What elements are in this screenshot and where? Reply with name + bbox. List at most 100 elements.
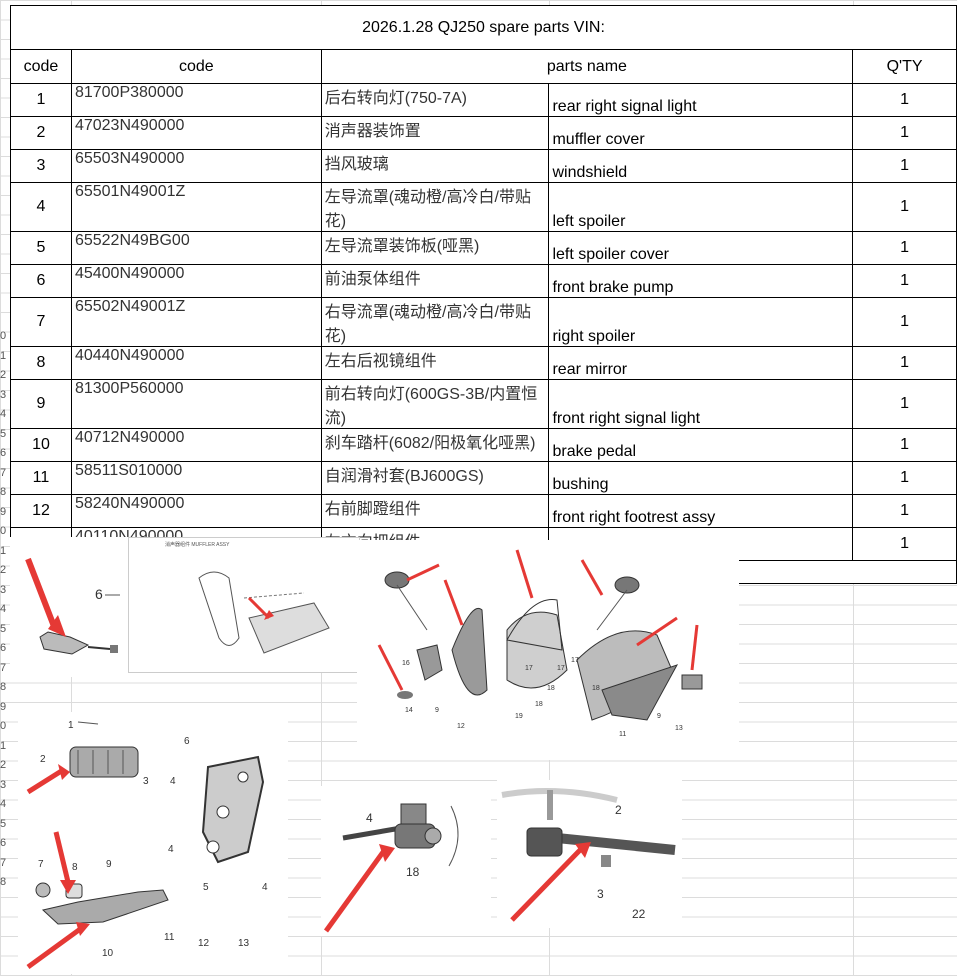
quantity-cell[interactable]: 1 bbox=[852, 461, 957, 495]
svg-text:6: 6 bbox=[184, 736, 190, 747]
sheet-title[interactable]: 2026.1.28 QJ250 spare parts VIN: bbox=[10, 5, 957, 50]
footrest-brake-pedal-diagram[interactable]: 1 2 6 3 4 5 4 7 8 9 10 11 12 13 4 bbox=[18, 712, 288, 974]
row-number-cell[interactable]: 9 bbox=[10, 379, 72, 429]
row-number-cell[interactable]: 11 bbox=[10, 461, 72, 495]
muffler-header: 消声器组件 MUFFLER ASSY bbox=[165, 541, 230, 548]
part-code-cell[interactable]: 47023N490000 bbox=[70, 116, 322, 150]
chinese-name-cell[interactable]: 前油泵体组件 bbox=[320, 264, 550, 298]
part-code-cell[interactable]: 58240N490000 bbox=[70, 494, 322, 528]
quantity-cell[interactable]: 1 bbox=[852, 527, 957, 561]
chinese-name-cell[interactable]: 后右转向灯(750-7A) bbox=[320, 83, 550, 117]
part-code-cell[interactable]: 65502N49001Z bbox=[70, 297, 322, 347]
english-name-cell[interactable]: rear right signal light bbox=[548, 83, 854, 117]
quantity-cell[interactable]: 1 bbox=[852, 116, 957, 150]
front-brake-pump-diagram[interactable]: 4 18 bbox=[321, 786, 491, 936]
quantity-cell[interactable]: 1 bbox=[852, 379, 957, 429]
svg-text:19: 19 bbox=[515, 713, 523, 720]
muffler-diagram[interactable]: 消声器组件 MUFFLER ASSY bbox=[128, 537, 360, 673]
quantity-cell[interactable]: 1 bbox=[852, 182, 957, 232]
english-name-cell[interactable]: muffler cover bbox=[548, 116, 854, 150]
svg-text:18: 18 bbox=[592, 685, 600, 692]
english-name-cell[interactable]: front brake pump bbox=[548, 264, 854, 298]
chinese-name-cell[interactable]: 左导流罩装饰板(哑黑) bbox=[320, 231, 550, 265]
gutter-row-number: 7 bbox=[0, 856, 7, 869]
chinese-name-cell[interactable]: 左右后视镜组件 bbox=[320, 346, 550, 380]
fairing-diagram[interactable]: 16 14 9 12 19 18 17 17 18 17 11 13 9 18 bbox=[357, 540, 739, 760]
quantity-cell[interactable]: 1 bbox=[852, 297, 957, 347]
english-name-cell[interactable]: windshield bbox=[548, 149, 854, 183]
svg-text:7: 7 bbox=[38, 859, 44, 870]
part-code-cell[interactable]: 81700P380000 bbox=[70, 83, 322, 117]
svg-text:13: 13 bbox=[675, 725, 683, 732]
header-no[interactable]: code bbox=[10, 49, 72, 84]
svg-text:17: 17 bbox=[557, 665, 565, 672]
header-qty[interactable]: Q'TY bbox=[852, 49, 957, 84]
part-code-cell[interactable]: 81300P560000 bbox=[70, 379, 322, 429]
svg-text:8: 8 bbox=[72, 862, 78, 873]
row-number-cell[interactable]: 1 bbox=[10, 83, 72, 117]
svg-text:22: 22 bbox=[632, 907, 646, 921]
chinese-name-cell[interactable]: 自润滑衬套(BJ600GS) bbox=[320, 461, 550, 495]
row-number-cell[interactable]: 12 bbox=[10, 494, 72, 528]
gutter-row-number: 9 bbox=[0, 700, 7, 713]
quantity-cell[interactable]: 1 bbox=[852, 83, 957, 117]
part-code-cell[interactable]: 40712N490000 bbox=[70, 428, 322, 462]
svg-text:4: 4 bbox=[170, 776, 176, 787]
english-name-cell[interactable]: bushing bbox=[548, 461, 854, 495]
english-name-cell[interactable]: left spoiler bbox=[548, 182, 854, 232]
gutter-row-number: 5 bbox=[0, 622, 7, 635]
chinese-name-cell[interactable]: 刹车踏杆(6082/阳极氧化哑黑) bbox=[320, 428, 550, 462]
svg-text:18: 18 bbox=[406, 865, 420, 879]
gutter-row-number: 2 bbox=[0, 564, 7, 576]
quantity-cell[interactable]: 1 bbox=[852, 494, 957, 528]
quantity-cell[interactable]: 1 bbox=[852, 264, 957, 298]
row-number-cell[interactable]: 5 bbox=[10, 231, 72, 265]
row-number-cell[interactable]: 4 bbox=[10, 182, 72, 232]
gutter-row-number: 6 bbox=[0, 447, 7, 459]
steering-handlebar-diagram[interactable]: 2 3 22 bbox=[497, 780, 682, 928]
english-name-cell[interactable]: front right footrest assy bbox=[548, 494, 854, 528]
row-number-cell[interactable]: 2 bbox=[10, 116, 72, 150]
svg-text:14: 14 bbox=[405, 707, 413, 714]
part-code-cell[interactable]: 40440N490000 bbox=[70, 346, 322, 380]
svg-text:9: 9 bbox=[657, 713, 661, 720]
english-name-cell[interactable]: brake pedal bbox=[548, 428, 854, 462]
chinese-name-cell[interactable]: 右前脚蹬组件 bbox=[320, 494, 550, 528]
part-code-cell[interactable]: 58511S010000 bbox=[70, 461, 322, 495]
part-code-cell[interactable]: 45400N490000 bbox=[70, 264, 322, 298]
gutter-row-number: 0 bbox=[0, 330, 7, 342]
header-parts-name[interactable]: parts name bbox=[320, 49, 854, 84]
part-code-cell[interactable]: 65503N490000 bbox=[70, 149, 322, 183]
row-number-cell[interactable]: 3 bbox=[10, 149, 72, 183]
row-number-cell[interactable]: 8 bbox=[10, 346, 72, 380]
gutter-row-number: 1 bbox=[0, 349, 7, 362]
quantity-cell[interactable]: 1 bbox=[852, 428, 957, 462]
part-code-cell[interactable]: 65522N49BG00 bbox=[70, 231, 322, 265]
header-code[interactable]: code bbox=[70, 49, 322, 84]
row-number-cell[interactable]: 6 bbox=[10, 264, 72, 298]
english-name-cell[interactable]: left spoiler cover bbox=[548, 231, 854, 265]
svg-text:9: 9 bbox=[435, 707, 439, 714]
spare-parts-table: 2026.1.28 QJ250 spare parts VIN: code co… bbox=[10, 5, 957, 584]
quantity-cell[interactable]: 1 bbox=[852, 149, 957, 183]
chinese-name-cell[interactable]: 右导流罩(魂动橙/高冷白/带贴花) bbox=[320, 297, 550, 347]
gutter-row-number: 8 bbox=[0, 486, 7, 498]
chinese-name-cell[interactable]: 左导流罩(魂动橙/高冷白/带贴花) bbox=[320, 182, 550, 232]
english-name-cell[interactable]: right spoiler bbox=[548, 297, 854, 347]
chinese-name-cell[interactable]: 前右转向灯(600GS-3B/内置恒流) bbox=[320, 379, 550, 429]
quantity-cell[interactable]: 1 bbox=[852, 231, 957, 265]
part-code-cell[interactable]: 65501N49001Z bbox=[70, 182, 322, 232]
quantity-cell[interactable]: 1 bbox=[852, 346, 957, 380]
chinese-name-cell[interactable]: 挡风玻璃 bbox=[320, 149, 550, 183]
row-number-cell[interactable]: 7 bbox=[10, 297, 72, 347]
gutter-row-number: 3 bbox=[0, 583, 7, 596]
svg-text:12: 12 bbox=[457, 723, 465, 730]
row-number-cell[interactable]: 10 bbox=[10, 428, 72, 462]
english-name-cell[interactable]: rear mirror bbox=[548, 346, 854, 380]
chinese-name-cell[interactable]: 消声器装饰置 bbox=[320, 116, 550, 150]
english-name-cell[interactable]: front right signal light bbox=[548, 379, 854, 429]
